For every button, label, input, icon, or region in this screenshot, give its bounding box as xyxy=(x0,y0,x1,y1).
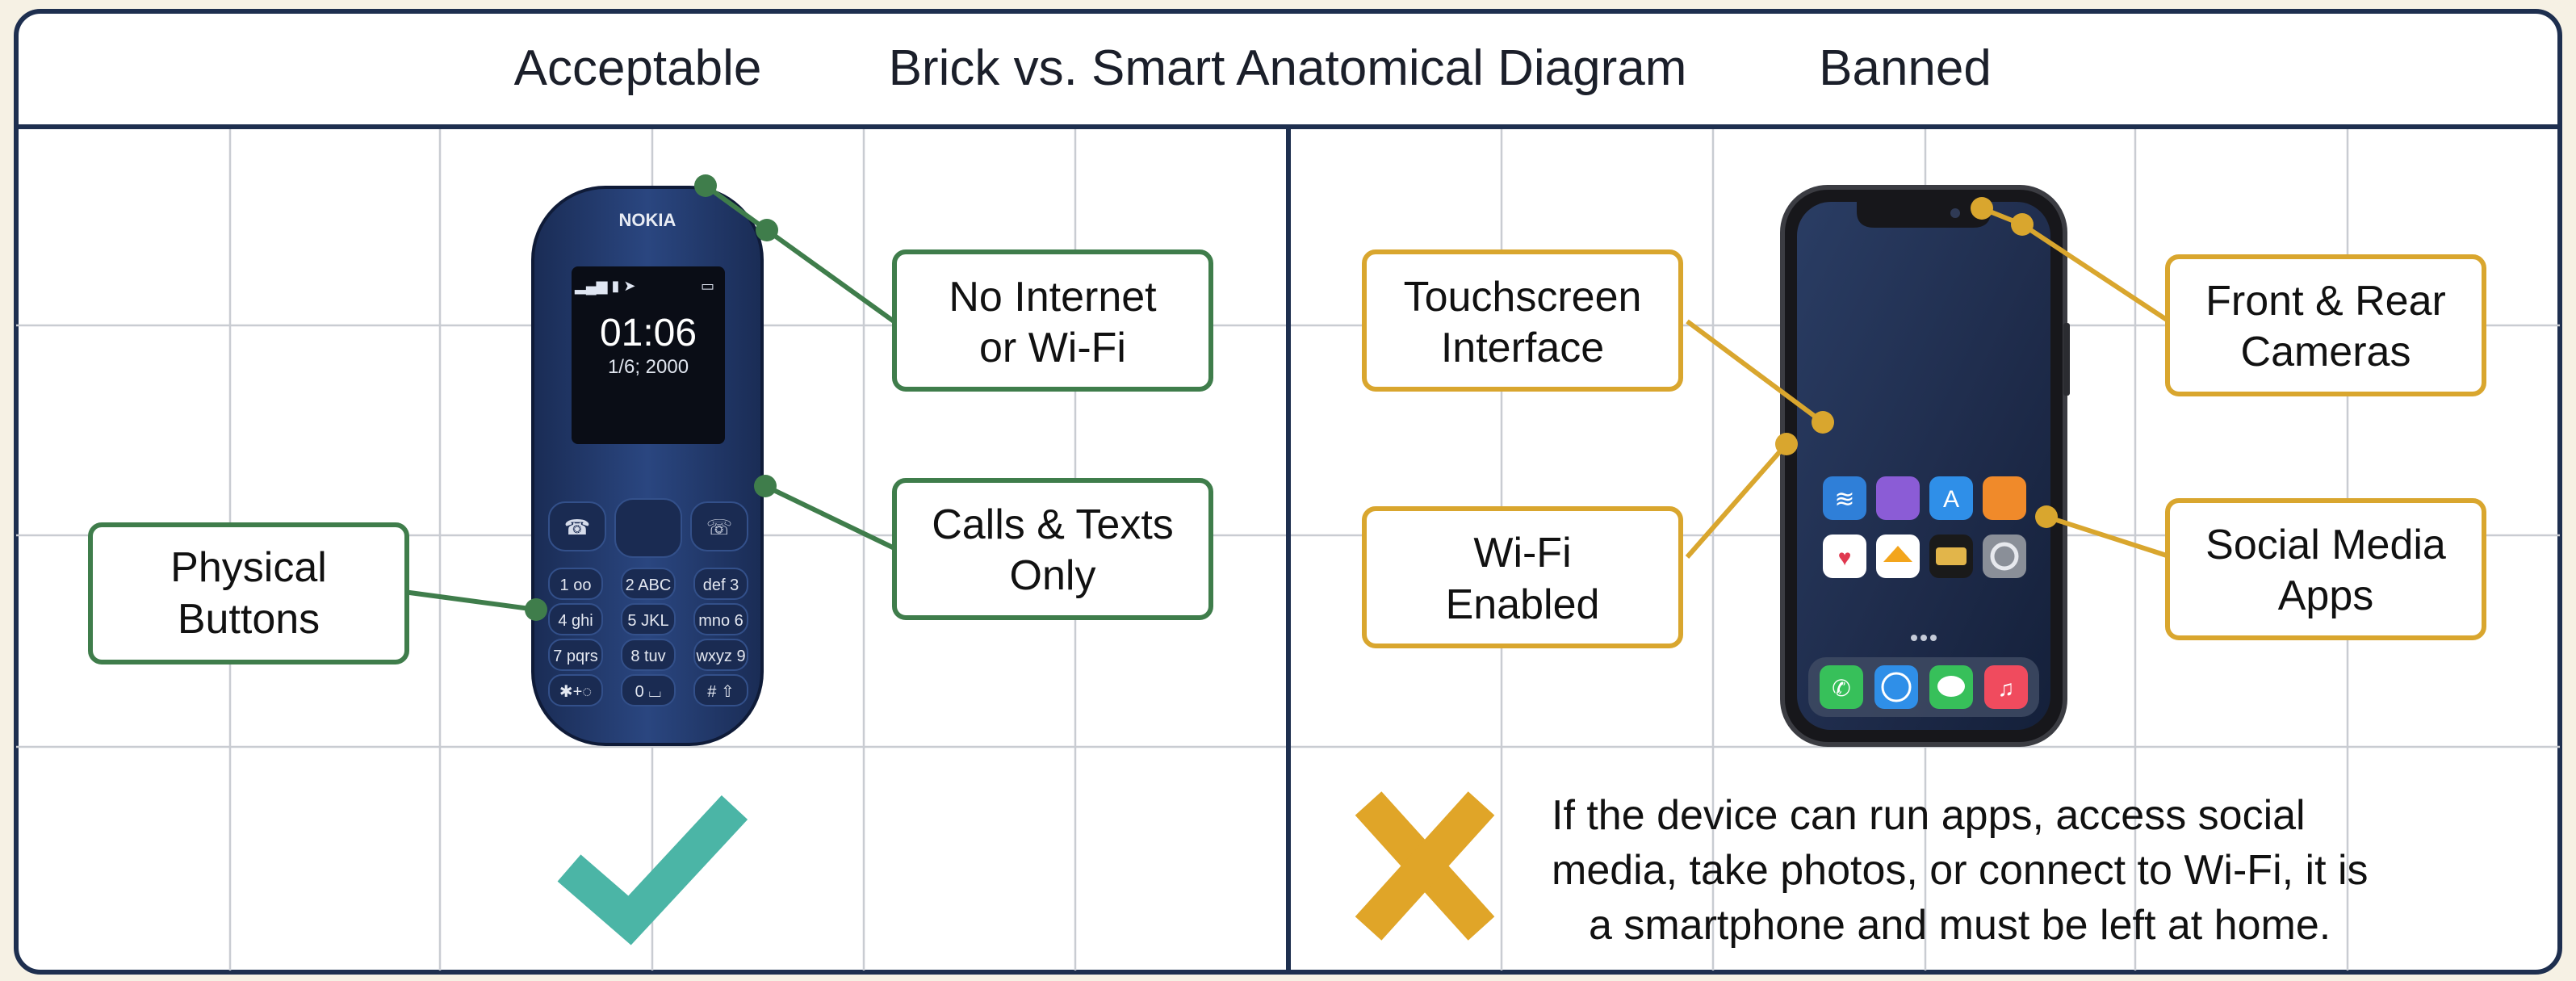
keypad-key: def 3 xyxy=(703,576,739,594)
smart-leader-dot xyxy=(2035,505,2058,528)
keypad-row: 7 pqrs 8 tuv wxyz 9 xyxy=(548,639,748,671)
smart-leader-dot xyxy=(1971,197,1993,220)
brick-status-bar-icon: ▂▄▆ ▮ ➤ xyxy=(574,278,635,296)
brick-keypad: 1 oo 2 ABC def 3 4 ghi 5 JKL mno 6 7 pqr… xyxy=(548,568,748,706)
page-dots xyxy=(1911,635,1937,641)
keypad-key: 5 JKL xyxy=(627,612,668,630)
keypad-key: 0 ⌴ xyxy=(635,683,662,701)
keypad-key: 8 tuv xyxy=(630,648,665,665)
svg-text:Front & Rear: Front & Rear xyxy=(2205,278,2446,325)
keypad-key: 2 ABC xyxy=(626,576,672,594)
callout-no-internet: No Internet or Wi-Fi xyxy=(892,249,1213,392)
smart-leader-dot xyxy=(2011,213,2034,236)
keypad-key: mno 6 xyxy=(698,612,743,630)
header-acceptable-label: Acceptable xyxy=(514,40,762,96)
keypad-key: 4 ghi xyxy=(558,612,593,630)
svg-text:♫: ♫ xyxy=(1998,676,2015,701)
svg-text:Cameras: Cameras xyxy=(2241,329,2411,375)
banned-note-line: If the device can run apps, access socia… xyxy=(1552,792,2306,839)
svg-text:♥: ♥ xyxy=(1838,545,1852,570)
svg-text:Touchscreen: Touchscreen xyxy=(1404,274,1642,321)
svg-text:Interface: Interface xyxy=(1441,325,1604,371)
callout-calls-texts: Calls & Texts Only xyxy=(892,478,1213,620)
banned-note: If the device can run apps, access socia… xyxy=(1552,792,2369,949)
callout-touchscreen: Touchscreen Interface xyxy=(1362,249,1683,392)
music-app-icon xyxy=(1984,665,2028,709)
brick-leader-dot xyxy=(754,475,777,497)
svg-text:No Internet: No Internet xyxy=(949,274,1157,321)
brick-phone: NOKIA ▂▄▆ ▮ ➤ ▭ 01:06 1/6; 2000 ☎ ☏ 1 oo… xyxy=(531,186,764,746)
smartphone-screen xyxy=(1797,202,2050,730)
svg-text:✆: ✆ xyxy=(1832,676,1850,701)
brick-leader-dot xyxy=(694,174,717,197)
app-dock xyxy=(1808,657,2039,717)
keypad-key: 1 oo xyxy=(560,576,592,594)
brick-phone-brand: NOKIA xyxy=(619,210,676,230)
svg-text:Enabled: Enabled xyxy=(1446,581,1600,628)
brick-call-key xyxy=(548,501,606,551)
brick-leader-dot xyxy=(756,219,778,241)
smartphone: ≋ A ♥ ✆ ♫ xyxy=(1780,185,2070,747)
brick-end-key xyxy=(690,501,748,551)
checkmark-icon xyxy=(557,795,748,945)
brick-phone-screen xyxy=(572,266,725,444)
phone-app-icon xyxy=(1820,665,1863,709)
podcasts-app-icon xyxy=(1876,476,1920,520)
keypad-key: 7 pqrs xyxy=(553,648,598,665)
settings-app-icon xyxy=(1983,535,2026,578)
books-app-icon xyxy=(1983,476,2026,520)
svg-text:Physical: Physical xyxy=(170,544,327,591)
callout-physical-buttons: Physical Buttons xyxy=(88,522,409,664)
smartphone-side-button xyxy=(2063,323,2070,396)
callout-cameras: Front & Rear Cameras xyxy=(2165,254,2486,396)
front-camera-icon xyxy=(1950,208,1960,218)
svg-text:A: A xyxy=(1943,486,1959,513)
brick-leader-dot xyxy=(525,598,547,621)
keypad-key: ✱+◌ xyxy=(559,683,592,701)
brick-phone-date: 1/6; 2000 xyxy=(608,356,689,378)
brick-battery-icon: ▭ xyxy=(701,278,714,294)
header-title: Brick vs. Smart Anatomical Diagram xyxy=(889,40,1687,96)
brick-end-icon: ☏ xyxy=(706,515,733,539)
callout-wifi-enabled: Wi-Fi Enabled xyxy=(1362,506,1683,648)
svg-text:Calls & Texts: Calls & Texts xyxy=(932,501,1174,548)
svg-text:Social Media: Social Media xyxy=(2205,522,2446,568)
banned-note-line: a smartphone and must be left at home. xyxy=(1589,902,2331,949)
smart-leader-dot xyxy=(1775,433,1798,455)
keypad-key: wxyz 9 xyxy=(695,648,745,665)
keypad-row: 4 ghi 5 JKL mno 6 xyxy=(548,603,748,635)
svg-text:≋: ≋ xyxy=(1834,486,1854,513)
banned-note-line: media, take photos, or connect to Wi-Fi,… xyxy=(1552,847,2369,894)
svg-text:Buttons: Buttons xyxy=(178,596,320,643)
svg-text:Only: Only xyxy=(1010,552,1096,599)
brick-phone-time: 01:06 xyxy=(600,312,697,354)
keypad-row: 1 oo 2 ABC def 3 xyxy=(548,568,748,600)
brick-call-icon: ☎ xyxy=(564,515,590,539)
svg-text:Apps: Apps xyxy=(2278,572,2374,619)
smart-leader-dot xyxy=(1812,411,1834,434)
smartphone-notch xyxy=(1857,202,1991,228)
health-app-icon xyxy=(1823,535,1866,578)
keypad-row: ✱+◌ 0 ⌴ # ⇧ xyxy=(548,674,748,706)
header-banned-label: Banned xyxy=(1819,40,1992,96)
callout-social-media: Social Media Apps xyxy=(2165,498,2486,640)
x-mark-icon xyxy=(1355,791,1495,941)
brick-nav-key xyxy=(614,498,682,558)
appstore-app-icon xyxy=(1929,476,1973,520)
wifi-app-icon xyxy=(1823,476,1866,520)
keypad-key: # ⇧ xyxy=(707,683,734,701)
safari-app-icon xyxy=(1874,665,1918,709)
app-grid: ≋ A ♥ xyxy=(1823,476,2026,578)
svg-text:or Wi-Fi: or Wi-Fi xyxy=(979,325,1126,371)
svg-text:Wi-Fi: Wi-Fi xyxy=(1473,530,1571,576)
